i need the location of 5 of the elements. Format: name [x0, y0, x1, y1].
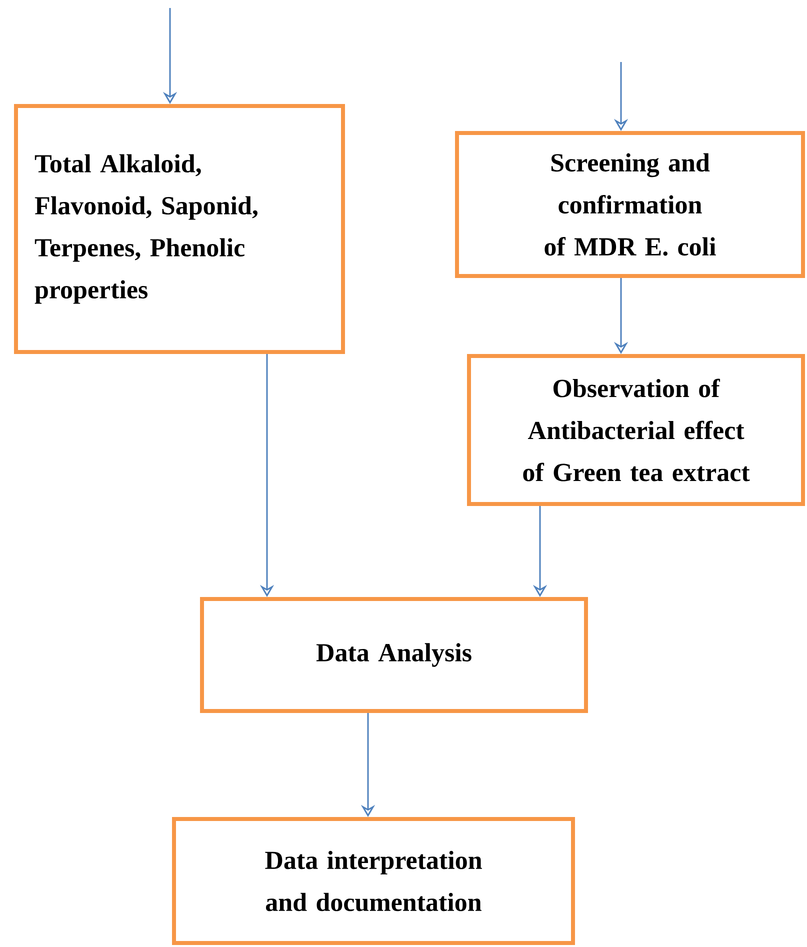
- process-box: Total Alkaloid, Flavonoid, Saponid, Terpenes, Phenolic properties: [14, 104, 345, 354]
- process-box: Observation of Antibacterial effect of Green tea extract: [467, 354, 805, 506]
- process-box: Data interpretation and documentation: [172, 817, 575, 945]
- process-box: Data Analysis: [200, 597, 588, 713]
- process-box: Screening and confirmation of MDR E. coli: [455, 131, 805, 278]
